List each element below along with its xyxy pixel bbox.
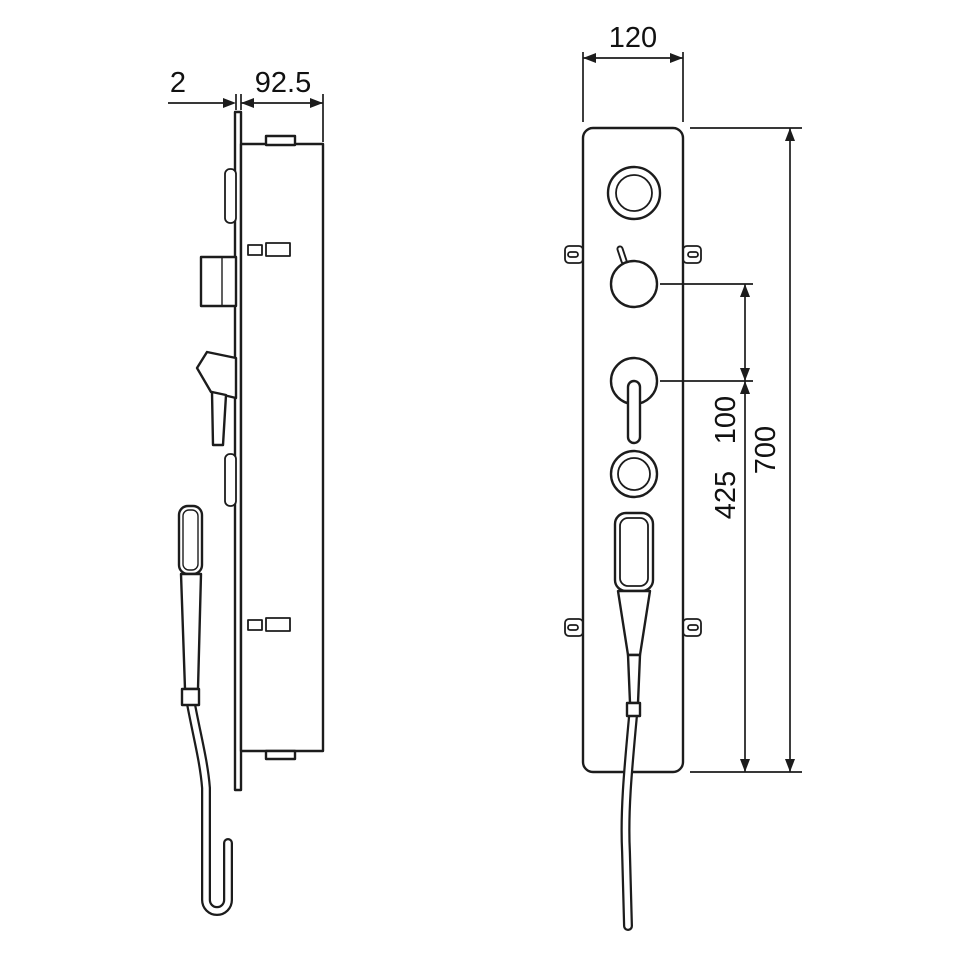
- handshower-hose-nut-front: [625, 701, 642, 718]
- control-knob-nub: [618, 247, 626, 263]
- panel-bottom-cap-side: [264, 749, 297, 761]
- control-knob-side: [199, 255, 238, 308]
- mounting-bracket-bottom-a-side: [247, 619, 263, 631]
- handshower-hose-front: [622, 713, 636, 929]
- panel-top-cap-side: [264, 134, 297, 147]
- handshower-grip-side: [179, 572, 203, 691]
- handshower-head-face-side: [182, 509, 199, 571]
- dim-chain-arrow-2: [740, 368, 750, 381]
- body-jet-top-side: [224, 168, 237, 224]
- handshower-grip-front: [626, 653, 642, 705]
- dim-width-label: 120: [609, 22, 657, 54]
- handshower-hose-side: [188, 701, 231, 914]
- dim-width-arrow-left: [583, 53, 596, 63]
- dim-plate-thickness: 2: [168, 67, 236, 108]
- panel-body-side: [239, 142, 325, 753]
- side-view: [177, 110, 325, 916]
- mounting-bracket-bottom-b-side: [265, 617, 291, 632]
- dim-height-arrow-bottom: [785, 759, 795, 772]
- dim-chain-arrow-1: [740, 284, 750, 297]
- dim-panel-width: 120: [582, 22, 684, 122]
- dim-chain-arrow-3: [740, 381, 750, 394]
- dim-control-spacing-label: 100: [710, 396, 742, 444]
- dim-panel-height: 700: [690, 127, 802, 772]
- handshower-head-face-front: [619, 517, 649, 587]
- mounting-tab-top-right-slot: [687, 251, 699, 258]
- dim-chain-spacing: 100 425: [660, 283, 802, 773]
- diverter-lever-side: [195, 350, 238, 400]
- dim-depth-arrow-left: [241, 98, 254, 108]
- front-view: [564, 126, 702, 931]
- dim-chain-arrow-4: [740, 759, 750, 772]
- dim-panel-depth: 92.5: [235, 67, 324, 142]
- mounting-tab-bottom-right-slot: [687, 624, 699, 631]
- dim-thickness-label: 2: [170, 67, 186, 99]
- body-jet-bottom-side: [224, 453, 237, 507]
- body-jet-top-face: [615, 174, 653, 212]
- dim-width-arrow-right: [670, 53, 683, 63]
- body-jet-bottom-face: [617, 457, 651, 491]
- dim-height-arrow-top: [785, 128, 795, 141]
- dim-thickness-arrow: [223, 98, 236, 108]
- mounting-bracket-top-a-side: [247, 244, 263, 256]
- dim-lower-span-label: 425: [710, 471, 742, 519]
- diverter-lever-stem-side: [210, 390, 228, 447]
- mounting-tab-bottom-left-slot: [567, 624, 579, 631]
- dim-height-label: 700: [750, 426, 782, 474]
- dimensions: 2 92.5 120: [168, 22, 802, 773]
- handshower-connector-side: [180, 687, 201, 707]
- mounting-bracket-top-b-side: [265, 242, 291, 257]
- diverter-lever-front: [626, 379, 642, 445]
- control-knob-front: [609, 259, 659, 309]
- dim-depth-arrow-right: [310, 98, 323, 108]
- dim-depth-label: 92.5: [255, 67, 311, 99]
- mounting-tab-top-left-slot: [567, 251, 579, 258]
